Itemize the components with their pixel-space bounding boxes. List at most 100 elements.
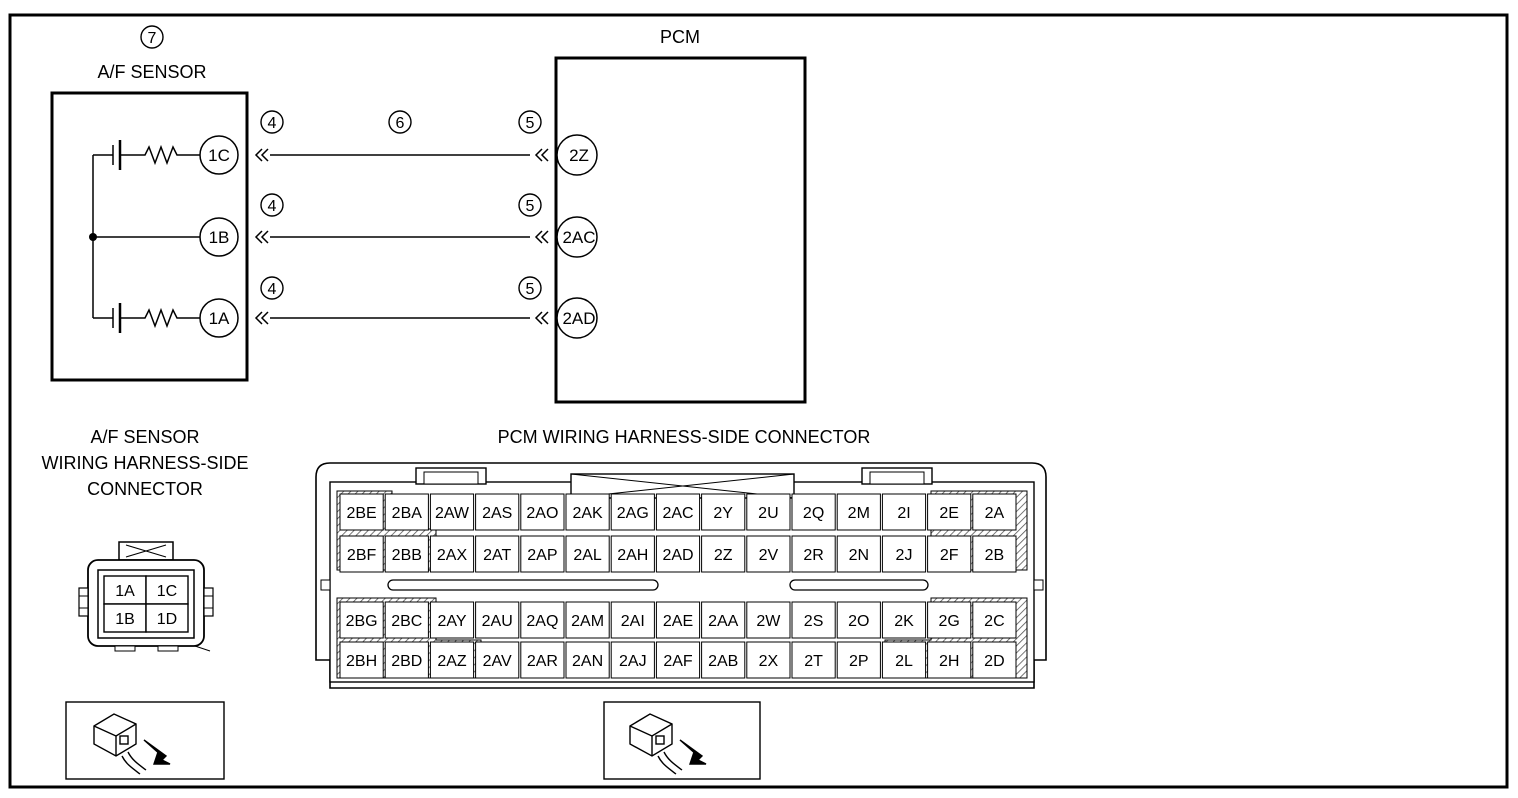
- pcm-cell-label-2q: 2Q: [803, 505, 824, 522]
- pcm-cell-2l: [881, 641, 927, 679]
- af-sensor-title: A/F SENSOR: [97, 62, 206, 82]
- pcm-cell-2av: [475, 641, 520, 679]
- pcm-cell-label-2h: 2H: [939, 653, 959, 670]
- pcm-cell-2as: [475, 493, 520, 531]
- pcm-cell-label-2ai: 2AI: [621, 613, 645, 630]
- pcm-cell-2at: [475, 535, 520, 573]
- pcm-cell-2u: [746, 493, 791, 531]
- pcm-connector-view-icon: [603, 701, 761, 780]
- pcm-pin-2ac-label: 2AC: [562, 228, 595, 247]
- pcm-cell-2q: [791, 493, 836, 531]
- pcm-cell-2t: [791, 641, 836, 679]
- af-sensor-box: [50, 91, 249, 382]
- pcm-cell-label-2g: 2G: [939, 613, 960, 630]
- pcm-cell-label-2y: 2Y: [713, 505, 733, 522]
- pcm-cell-label-2l: 2L: [895, 653, 913, 670]
- af-sensor-callout: 7: [148, 30, 157, 47]
- pcm-cell-2ap: [520, 535, 565, 573]
- harness-wires: [254, 148, 549, 325]
- pcm-pin-2ad-label: 2AD: [562, 309, 595, 328]
- pcm-cell-2m: [836, 493, 881, 531]
- pcm-cell-2an: [565, 641, 610, 679]
- pcm-cell-2o: [836, 601, 881, 639]
- af-cell-1a: 1A: [115, 583, 135, 600]
- af-pin-1b-label: 1B: [209, 228, 230, 247]
- pcm-title: PCM: [660, 27, 700, 47]
- pcm-cell-2bf: [339, 535, 384, 573]
- pcm-cell-2v: [746, 535, 791, 573]
- pcm-connector-title: PCM WIRING HARNESS-SIDE CONNECTOR: [498, 427, 871, 447]
- pcm-cell-label-2ah: 2AH: [617, 547, 648, 564]
- pcm-cell-label-2aq: 2AQ: [526, 613, 558, 630]
- pcm-cell-2ay: [429, 601, 475, 639]
- pcm-cell-label-2az: 2AZ: [437, 653, 467, 670]
- pcm-cell-label-2aj: 2AJ: [619, 653, 647, 670]
- pcm-block: PCM 2Z 2AC 2AD: [554, 27, 807, 404]
- pcm-cell-label-2bb: 2BB: [392, 547, 422, 564]
- pcm-cell-label-2aa: 2AA: [708, 613, 739, 630]
- pcm-cell-label-2ar: 2AR: [527, 653, 558, 670]
- pcm-cell-2bg: [339, 601, 384, 639]
- pcm-cell-label-2ad: 2AD: [662, 547, 693, 564]
- pcm-cell-2d: [972, 641, 1017, 679]
- pcm-cell-2be: [339, 493, 384, 531]
- af-pin-1a-label: 1A: [209, 309, 230, 328]
- pcm-cell-2ak: [565, 493, 610, 531]
- pcm-cell-2z: [701, 535, 746, 573]
- pcm-cell-label-2e: 2E: [939, 505, 959, 522]
- pcm-pin-2ad: [556, 297, 598, 339]
- harness-callout: 6: [396, 115, 405, 132]
- sensor-connector-callout-3: 4: [268, 281, 277, 298]
- pcm-cell-label-2at: 2AT: [483, 547, 511, 564]
- af-connector-title-line1: A/F SENSOR: [90, 427, 199, 447]
- pcm-cell-label-2al: 2AL: [573, 547, 602, 564]
- af-connector-view: A/F SENSOR WIRING HARNESS-SIDE CONNECTOR…: [41, 427, 249, 652]
- pcm-cell-label-2ac: 2AC: [662, 505, 693, 522]
- pcm-cell-2az: [429, 641, 475, 679]
- pcm-cell-label-2z: 2Z: [714, 547, 733, 564]
- af-cell-1b: 1B: [115, 611, 135, 628]
- pcm-cell-label-2be: 2BE: [346, 505, 376, 522]
- pcm-cell-2al: [565, 535, 610, 573]
- pcm-cell-label-2n: 2N: [849, 547, 869, 564]
- pcm-cell-2ag: [610, 493, 655, 531]
- pcm-cell-2j: [881, 535, 927, 573]
- pcm-cell-label-2ag: 2AG: [617, 505, 649, 522]
- af-connector-title-line2: WIRING HARNESS-SIDE: [41, 453, 248, 473]
- pcm-cell-label-2bg: 2BG: [346, 613, 378, 630]
- pcm-cell-2p: [836, 641, 881, 679]
- pcm-cell-2g: [927, 601, 972, 639]
- pcm-cell-2aj: [610, 641, 655, 679]
- pcm-cell-label-2c: 2C: [984, 613, 1004, 630]
- af-pin-1c-label: 1C: [208, 146, 230, 165]
- pcm-cell-label-2r: 2R: [803, 547, 823, 564]
- pcm-cell-label-2as: 2AS: [482, 505, 512, 522]
- pcm-cell-label-2bf: 2BF: [347, 547, 377, 564]
- pcm-connector-callout-3: 5: [526, 281, 535, 298]
- af-pin-1a: [199, 298, 239, 338]
- pcm-cell-label-2an: 2AN: [572, 653, 603, 670]
- pcm-cell-2aw: [429, 493, 475, 531]
- pcm-cell-2ab: [701, 641, 746, 679]
- af-cell-1c: 1C: [157, 583, 177, 600]
- pcm-cell-label-2t: 2T: [804, 653, 823, 670]
- pcm-box: [554, 56, 807, 404]
- pcm-cell-label-2am: 2AM: [571, 613, 604, 630]
- pcm-cell-2a: [972, 493, 1017, 531]
- pcm-cell-2ad: [655, 535, 701, 573]
- af-cell-1d: 1D: [157, 611, 177, 628]
- pcm-cell-2w: [746, 601, 791, 639]
- pcm-pin-2ac: [556, 216, 598, 258]
- pcm-cell-label-2s: 2S: [804, 613, 824, 630]
- pcm-cell-2ah: [610, 535, 655, 573]
- sensor-connector-callout-2: 4: [268, 198, 277, 215]
- pcm-cell-2c: [972, 601, 1017, 639]
- af-connector-title-line3: CONNECTOR: [87, 479, 203, 499]
- pcm-cell-2e: [927, 493, 972, 531]
- pcm-cell-2h: [927, 641, 972, 679]
- pcm-cell-label-2au: 2AU: [482, 613, 513, 630]
- pcm-cell-2ac: [655, 493, 701, 531]
- pcm-cell-label-2u: 2U: [758, 505, 778, 522]
